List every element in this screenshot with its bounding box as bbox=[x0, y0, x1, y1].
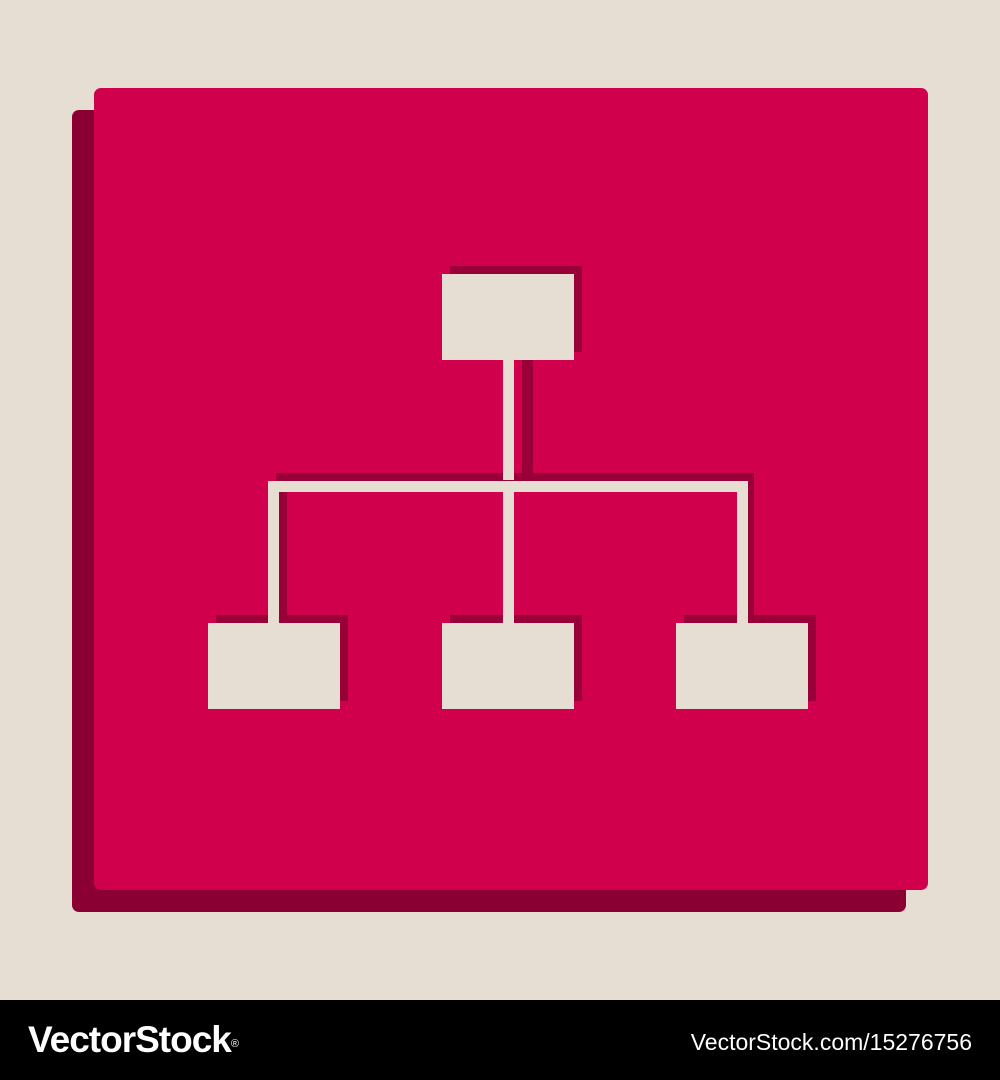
hierarchy-icon-artwork bbox=[72, 88, 928, 912]
watermark-footer: VectorStock® VectorStock.com/15276756 bbox=[0, 1000, 1000, 1080]
left-drop-connector bbox=[268, 481, 279, 623]
hierarchy-glyph bbox=[208, 274, 808, 709]
brand-text: VectorStock bbox=[28, 1019, 232, 1060]
registered-mark: ® bbox=[230, 1038, 239, 1050]
child-node-left bbox=[208, 623, 340, 709]
center-drop-connector bbox=[503, 481, 514, 623]
trunk-connector bbox=[503, 360, 514, 480]
child-node-center bbox=[442, 623, 574, 709]
child-node-right bbox=[676, 623, 808, 709]
image-reference: VectorStock.com/15276756 bbox=[690, 1029, 972, 1055]
right-drop-connector bbox=[737, 481, 748, 623]
root-node bbox=[442, 274, 574, 360]
vectorstock-logo: VectorStock® bbox=[28, 1018, 239, 1062]
